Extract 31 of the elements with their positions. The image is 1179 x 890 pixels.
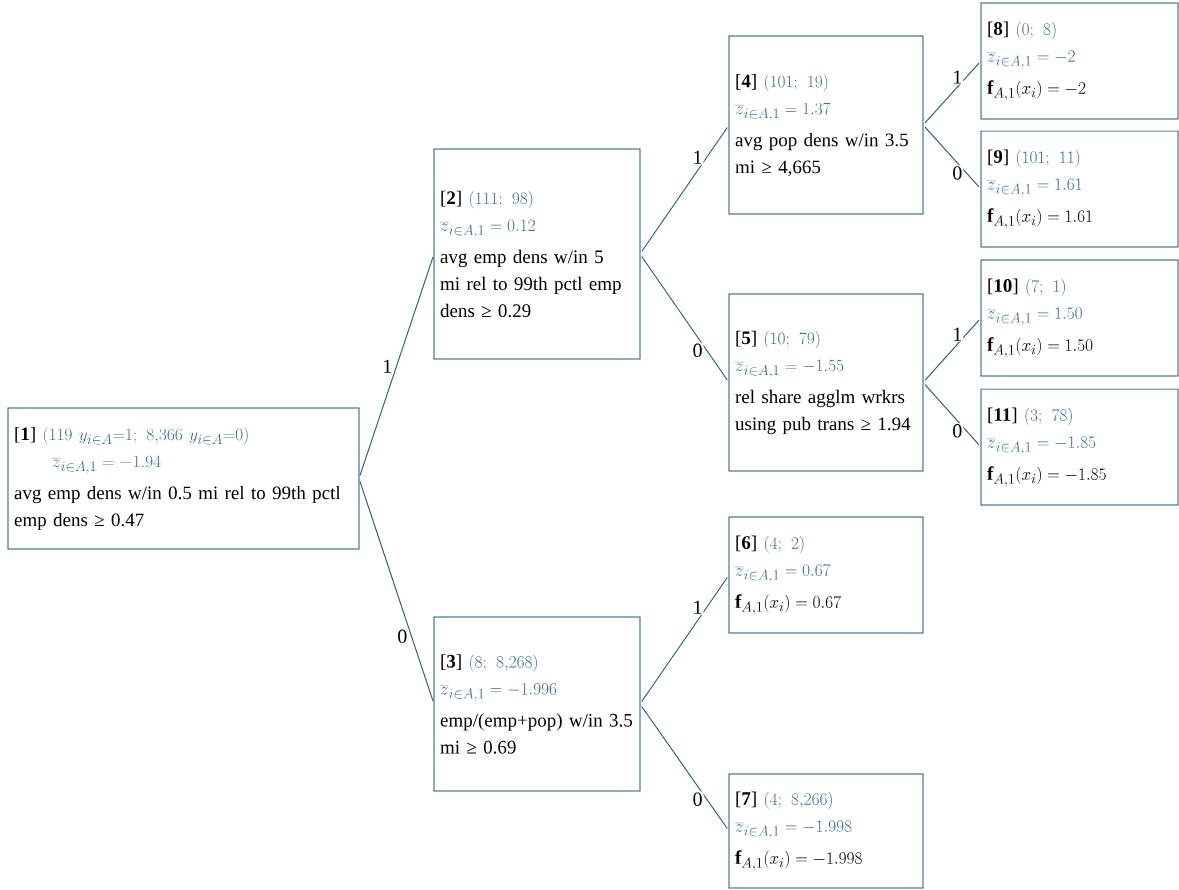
- edge-label: 1: [381, 358, 394, 374]
- branch-line: [924, 126, 980, 188]
- tree-node-box: [6] $(4;\ 2)$ $\overline{z}_{i\in A,1}=0.67$ $\mathbf{f}_{A,1}(x_i)=0.67$: [728, 516, 924, 634]
- tree-node-box: [2] $(111;\ 98)$ $\overline{z}_{i\in A,1}=0.12$ avg emp dens w/in 5 mi rel to 99th pctl emp dens ≥ 0.29: [433, 148, 641, 360]
- edge-label: 0: [691, 342, 704, 359]
- branch-line: [924, 384, 980, 446]
- tree-node-box: [3] $(8;\ 8{,}268)$ $\overline{z}_{i\in A,1}=-1.996$ emp/(emp+pop) w/in 3.5 mi ≥ 0.69: [433, 616, 641, 792]
- edge-label: 0: [951, 423, 964, 439]
- branch-line: [641, 126, 728, 253]
- edge-label: 1: [951, 69, 964, 85]
- tree-node-box: [10] $(7;\ 1)$ $\overline{z}_{i\in A,1}=1.50$ $\mathbf{f}_{A,1}(x_i)=1.50$: [980, 259, 1179, 377]
- tree-node-box: [9] $(101;\ 11)$ $\overline{z}_{i\in A,1}=1.61$ $\mathbf{f}_{A,1}(x_i)=1.61$: [980, 130, 1179, 248]
- tree-node-box: [11] $(3;\ 78)$ $\overline{z}_{i\in A,1}=-1.85$ $\mathbf{f}_{A,1}(x_i)=-1.85$: [980, 388, 1179, 506]
- tree-node-box: [8] $(0;\ 8)$ $\overline{z}_{i\in A,1}=-2$ $\mathbf{f}_{A,1}(x_i)=-2$: [980, 2, 1179, 120]
- edge-label: 1: [951, 326, 964, 342]
- edge-label: 0: [691, 791, 704, 807]
- branch-line: [359, 256, 434, 477]
- edge-label: 0: [951, 165, 964, 181]
- branch-line: [641, 705, 728, 830]
- tree-node-box: [4] $(101;\ 19)$ $\overline{z}_{i\in A,1}=1.37$ avg pop dens w/in 3.5 mi ≥ 4,665: [728, 35, 924, 215]
- edge-label: 1: [691, 599, 704, 615]
- tree-node-box: [5] $(10;\ 79)$ $\overline{z}_{i\in A,1}=-1.55$ rel share agglm wrkrs using pub trans ≥ 1.94: [728, 293, 924, 472]
- branch-line: [641, 255, 728, 381]
- edge-label: 0: [396, 628, 409, 645]
- tree-node-box: [1] $(119\ y_{i\in A}{=}1;\ 8{,}366\ y_{i\in A}{=}0)$ $\overline{z}_{i\in A,1}=-1.94$ avg emp dens w/in 0.5 mi rel to 99th pctl emp dens ≥ 0.47: [7, 407, 360, 550]
- branch-line: [641, 576, 728, 703]
- tree-node-box: [7] $(4;\ 8{,}266)$ $\overline{z}_{i\in A,1}=-1.998$ $\mathbf{f}_{A,1}(x_i)=-1.998$: [728, 773, 924, 889]
- branch-line: [924, 319, 980, 381]
- edge-label: 1: [691, 149, 704, 165]
- branch-line: [924, 62, 980, 124]
- branch-line: [359, 480, 434, 702]
